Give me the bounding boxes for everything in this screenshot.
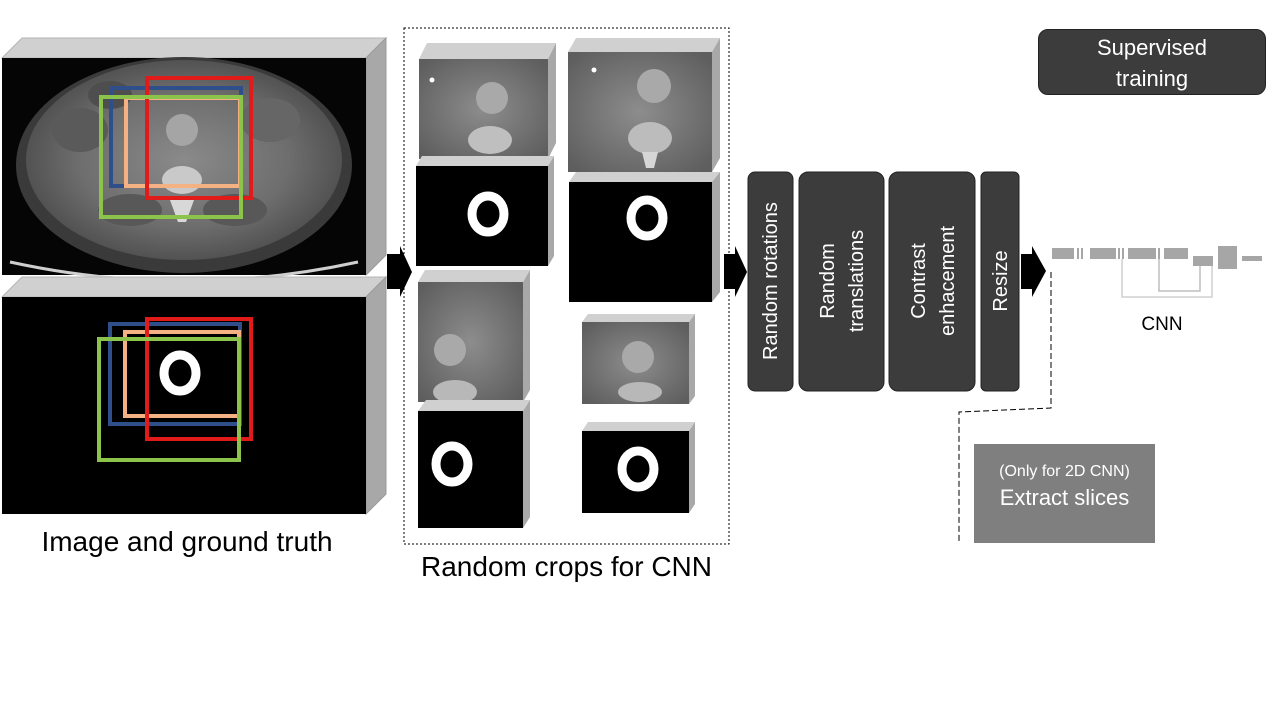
- supervised-line1: Supervised: [1096, 35, 1208, 60]
- step-label: enhacement: [937, 226, 959, 337]
- crops-panel: [403, 27, 730, 545]
- step-random-translations: Random translations: [798, 171, 885, 392]
- crop-mask: [569, 172, 720, 302]
- crop-image: [568, 38, 720, 172]
- extract-note: (Only for 2D CNN): [999, 463, 1130, 480]
- step-resize: Resize: [980, 171, 1020, 392]
- step-random-rotations: Random rotations: [747, 171, 794, 392]
- extract-title: Extract slices: [999, 485, 1130, 510]
- augmentation-steps: Random rotations Random translations Con…: [747, 171, 1020, 392]
- crop-box-green: [99, 95, 243, 219]
- extract-slices-box: (Only for 2D CNN) Extract slices: [974, 444, 1155, 543]
- step-contrast-enhacement: Contrast enhacement: [888, 171, 976, 392]
- supervised-line2: training: [1115, 66, 1189, 91]
- crop-image: [418, 270, 530, 404]
- ct-volume: [0, 36, 388, 283]
- cnn-label: CNN: [1141, 314, 1183, 335]
- arrow-right-icon: [387, 246, 412, 297]
- crop-image: [419, 43, 556, 159]
- step-label: translations: [846, 230, 868, 332]
- crop-box-red: [145, 76, 253, 200]
- connector-line: [958, 272, 1052, 541]
- crop-mask: [582, 422, 695, 513]
- arrow-right-icon: [1021, 246, 1046, 297]
- supervised-training-box: Supervised training: [1038, 29, 1266, 95]
- step-label: Resize: [990, 250, 1012, 311]
- aorta-mask: [159, 350, 201, 396]
- step-label: Random rotations: [760, 202, 782, 360]
- cnn-schematic: [1052, 246, 1262, 298]
- random-crops-label: Random crops for CNN: [421, 551, 712, 582]
- step-label: Contrast: [908, 243, 930, 319]
- ground-truth-volume: [0, 275, 388, 516]
- crop-mask: [418, 400, 530, 528]
- image-ground-truth-label: Image and ground truth: [41, 526, 333, 557]
- crop-image: [582, 314, 695, 404]
- crop-mask: [416, 156, 554, 266]
- step-label: Random: [817, 243, 839, 319]
- arrow-right-icon: [724, 246, 747, 297]
